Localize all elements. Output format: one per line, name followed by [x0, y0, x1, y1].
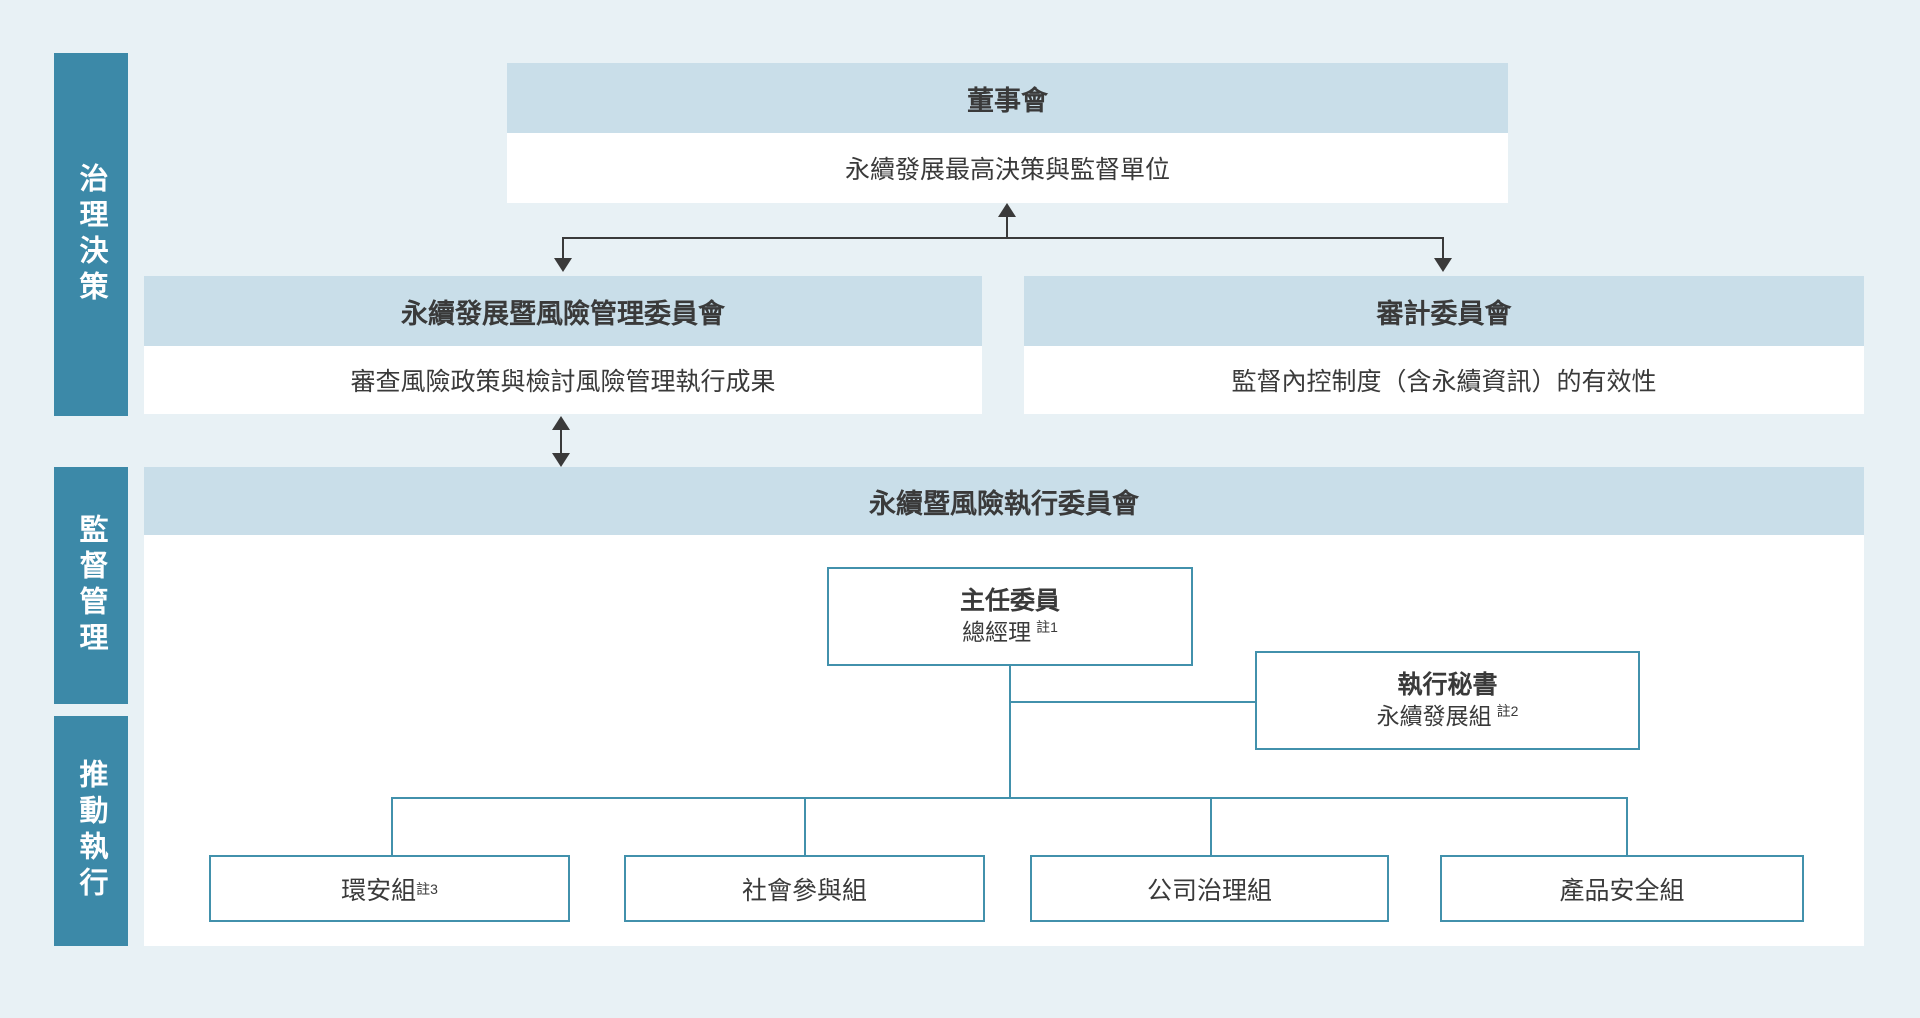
arrow-up-icon	[552, 416, 570, 430]
group1-drop-line	[391, 797, 393, 855]
group-product-safety: 產品安全組	[1440, 855, 1804, 922]
chair-title: 主任委員	[959, 586, 1060, 615]
double-arrow-stem	[560, 429, 562, 457]
stage-label: 推動執行	[75, 759, 107, 903]
stage-promotion-execution: 推動執行	[54, 716, 128, 946]
board-title: 董事會	[507, 63, 1508, 133]
connector-left-stem	[562, 237, 564, 259]
note-ref-2: 註2	[1496, 702, 1519, 719]
chair-subtitle: 總經理註1	[962, 618, 1058, 646]
stage-supervision-management: 監督管理	[54, 467, 128, 704]
group3-drop-line	[1210, 797, 1212, 855]
committee-description: 監督內控制度（含永續資訊）的有效性	[1024, 346, 1864, 414]
board-description: 永續發展最高決策與監督單位	[507, 133, 1508, 203]
committee-title: 永續發展暨風險管理委員會	[144, 276, 982, 346]
group4-drop-line	[1626, 797, 1628, 855]
committee-description: 審查風險政策與檢討風險管理執行成果	[144, 346, 982, 414]
arrow-down-icon	[554, 258, 572, 272]
stage-governance-decision: 治理決策	[54, 53, 128, 416]
group2-drop-line	[804, 797, 806, 855]
sustainability-risk-committee-box: 永續發展暨風險管理委員會 審查風險政策與檢討風險管理執行成果	[144, 276, 982, 414]
arrow-up-icon	[998, 203, 1016, 217]
executive-committee-title: 永續暨風險執行委員會	[144, 467, 1864, 535]
arrow-down-icon	[1434, 258, 1452, 272]
stage-label: 治理決策	[75, 162, 107, 307]
stage-label: 監督管理	[75, 513, 107, 658]
connector-horizontal-line	[563, 237, 1443, 239]
connector-right-stem	[1442, 237, 1444, 259]
arrow-down-icon	[552, 453, 570, 467]
group-social-participation: 社會參與組	[624, 855, 985, 922]
connector-up-stem	[1006, 216, 1008, 237]
chief-commissioner-box: 主任委員 總經理註1	[827, 567, 1193, 666]
secretary-subtitle: 永續發展組註2	[1376, 702, 1519, 730]
group-corporate-governance: 公司治理組	[1030, 855, 1389, 922]
secretary-branch-line	[1009, 701, 1255, 703]
chair-down-stem	[1009, 666, 1011, 798]
note-ref-1: 註1	[1036, 618, 1058, 635]
secretary-title: 執行秘書	[1397, 670, 1498, 699]
executive-secretary-box: 執行秘書 永續發展組註2	[1255, 651, 1640, 750]
group-environment-safety: 環安組註3	[209, 855, 570, 922]
board-of-directors-box: 董事會 永續發展最高決策與監督單位	[507, 63, 1508, 203]
audit-committee-box: 審計委員會 監督內控制度（含永續資訊）的有效性	[1024, 276, 1864, 414]
committee-title: 審計委員會	[1024, 276, 1864, 346]
groups-distribution-line	[392, 797, 1628, 799]
